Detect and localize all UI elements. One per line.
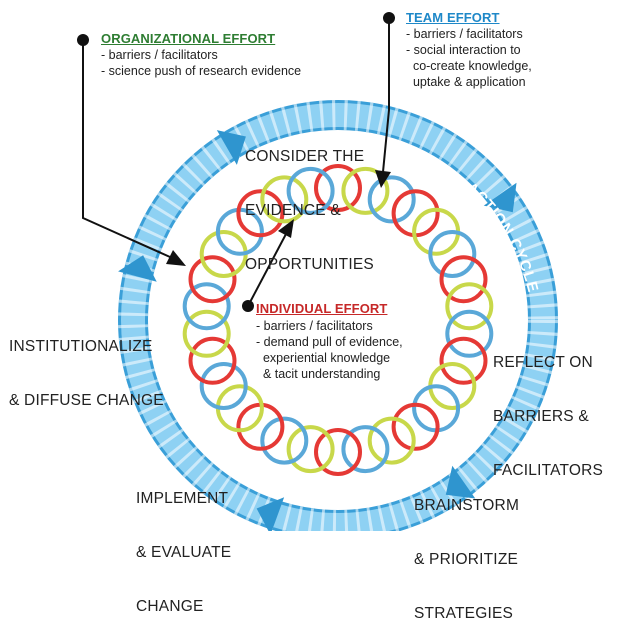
organizational-pointer-line	[82, 40, 171, 258]
chain-link	[286, 425, 335, 474]
chain-link	[188, 255, 237, 304]
team-pointer-arrowhead	[375, 170, 391, 188]
team-item: co-create knowledge,	[406, 59, 532, 73]
team-effort-box: TEAM EFFORT - barriers / facilitators - …	[406, 10, 532, 90]
individual-effort-box: INDIVIDUAL EFFORT - barriers / facilitat…	[256, 301, 403, 382]
chain-link	[199, 362, 248, 410]
stage-reflect-barriers: REFLECT ON BARRIERS & FACILITATORS	[493, 354, 604, 479]
chain-link	[182, 309, 231, 358]
chain-link	[182, 282, 231, 331]
chain-link	[439, 336, 488, 385]
interlocking-chain	[182, 164, 494, 476]
team-effort-title: TEAM EFFORT	[406, 10, 500, 25]
individual-pointer-arrowhead	[278, 219, 294, 238]
cycle-arrow	[256, 497, 285, 531]
chain-link	[341, 425, 390, 474]
action-cycle-diagram: ACTION CYCLE	[77, 12, 558, 531]
pointer-lines	[77, 12, 395, 312]
individual-bullet	[242, 300, 254, 312]
chain-link	[314, 164, 362, 212]
individual-effort-title: INDIVIDUAL EFFORT	[256, 301, 388, 316]
stage-brainstorm-strategies: BRAINSTORM & PRIORITIZE STRATEGIES	[414, 497, 520, 622]
organizational-pointer-arrowhead	[166, 250, 186, 266]
chain-link	[314, 428, 362, 476]
team-pointer-line	[382, 18, 390, 173]
cycle-direction-arrows	[118, 130, 517, 531]
chain-link	[286, 166, 335, 215]
chain-link	[260, 175, 309, 224]
chain-link	[367, 416, 416, 465]
team-item: - social interaction to	[406, 43, 521, 57]
stage-institutionalize-change: INSTITUTIONALIZE & DIFFUSE CHANGE	[9, 338, 164, 409]
team-item: - barriers / facilitators	[406, 27, 523, 41]
chain-link	[236, 189, 285, 238]
organizational-item: - science push of research evidence	[101, 64, 302, 78]
organizational-effort-title: ORGANIZATIONAL EFFORT	[101, 31, 276, 46]
stage-implement-evaluate: IMPLEMENT & EVALUATE CHANGE	[136, 490, 232, 615]
individual-item: - demand pull of evidence,	[256, 335, 403, 349]
chain-link	[439, 255, 488, 304]
cycle-arrow	[216, 130, 246, 165]
cycle-arrow	[483, 182, 517, 213]
organizational-item: - barriers / facilitators	[101, 48, 218, 62]
chain-link	[260, 416, 309, 465]
organizational-effort-box: ORGANIZATIONAL EFFORT - barriers / facil…	[101, 31, 301, 79]
action-cycle-ring	[118, 100, 558, 531]
individual-pointer-line	[247, 233, 287, 307]
chain-link	[341, 166, 390, 215]
chain-link	[445, 309, 494, 358]
organizational-bullet	[77, 34, 89, 46]
individual-item: experiential knowledge	[256, 351, 391, 365]
stage-consider-evidence: CONSIDER THE EVIDENCE & OPPORTUNITIES	[245, 148, 374, 273]
chain-link	[428, 230, 477, 278]
chain-link	[445, 282, 494, 331]
individual-item: & tacit understanding	[256, 367, 381, 381]
cycle-arrow	[118, 255, 157, 282]
individual-item: - barriers / facilitators	[256, 319, 373, 333]
team-bullet	[383, 12, 395, 24]
cycle-arrow	[445, 465, 476, 499]
team-item: uptake & application	[406, 75, 526, 89]
chain-link	[188, 336, 237, 385]
chain-link	[391, 402, 440, 451]
chain-link	[367, 175, 416, 224]
